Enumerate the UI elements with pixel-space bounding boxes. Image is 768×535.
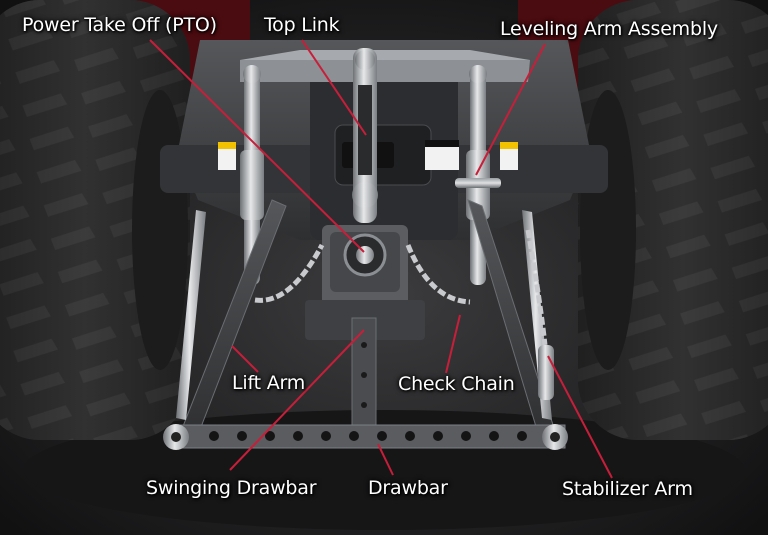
- leader-check-chain: [445, 314, 461, 374]
- leader-pto: [149, 39, 365, 253]
- label-swinging-drawbar: Swinging Drawbar: [146, 477, 317, 499]
- left-check-chain: [254, 243, 325, 303]
- label-stabilizer-arm: Stabilizer Arm: [562, 478, 693, 500]
- left-warning-decal: [218, 142, 236, 170]
- right-tire: [578, 0, 768, 440]
- label-pto: Power Take Off (PTO): [22, 14, 217, 36]
- label-top-link: Top Link: [264, 14, 340, 36]
- top-bracket: [240, 60, 530, 82]
- leader-drawbar: [377, 443, 394, 476]
- left-stabilizer: [176, 210, 206, 420]
- leader-swinging-drawbar: [229, 329, 365, 471]
- leader-stabilizer: [547, 355, 613, 479]
- leader-top-link: [301, 39, 367, 136]
- leader-lift-arm: [231, 345, 259, 373]
- leader-leveling-arm: [475, 43, 546, 176]
- drawbar: [163, 424, 568, 450]
- label-leveling-arm-assembly: Leveling Arm Assembly: [500, 18, 718, 40]
- stabilizer-chain: [525, 229, 548, 346]
- top-link: [352, 48, 378, 223]
- label-check-chain: Check Chain: [398, 373, 515, 395]
- label-lift-arm: Lift Arm: [232, 372, 306, 394]
- leader-lines: [149, 39, 613, 479]
- right-warning-decal: [425, 140, 518, 170]
- left-tire: [0, 0, 190, 440]
- left-lift-rod: [240, 65, 264, 285]
- label-drawbar: Drawbar: [368, 477, 448, 499]
- right-check-chain: [405, 244, 471, 305]
